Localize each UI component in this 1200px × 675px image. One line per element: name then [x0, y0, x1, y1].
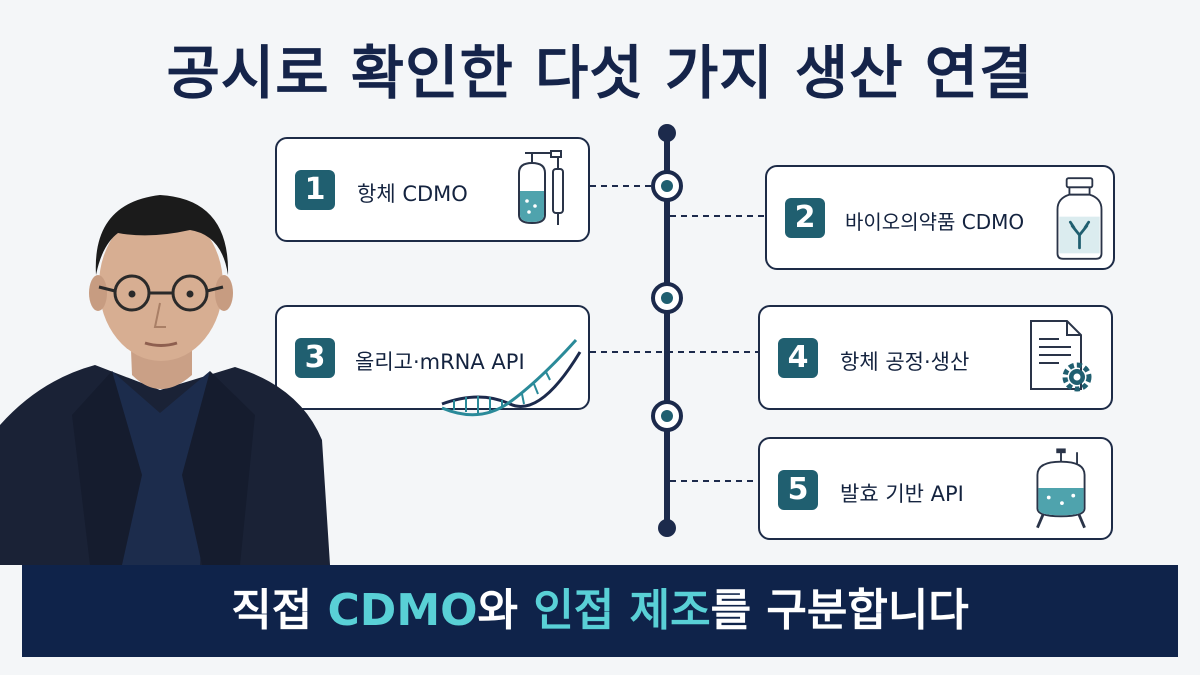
- banner-text-1: 직접: [231, 585, 328, 636]
- card-number: 2: [785, 198, 825, 238]
- timeline-end-bottom: [658, 519, 676, 537]
- card-number: 5: [778, 470, 818, 510]
- summary-banner: 직접 CDMO와 인접 제조를 구분합니다: [22, 565, 1178, 657]
- document-gear-icon: [1030, 320, 1092, 392]
- bioreactor-icon: [518, 150, 564, 225]
- card-label: 항체 공정·생산: [840, 350, 970, 374]
- card-label: 항체 CDMO: [357, 182, 468, 206]
- banner-text-3: 를 구분합니다: [710, 585, 969, 636]
- card-label: 발효 기반 API: [840, 482, 964, 506]
- card-number: 3: [295, 338, 335, 378]
- antibody-vial-icon: [1056, 177, 1103, 260]
- card-number: 4: [778, 338, 818, 378]
- dna-strand-icon: [441, 338, 582, 417]
- banner-text-2: 와: [477, 585, 534, 636]
- banner-highlight-cdmo: CDMO: [327, 585, 478, 636]
- timeline-node: [651, 400, 683, 432]
- timeline-node: [651, 282, 683, 314]
- timeline-node: [651, 170, 683, 202]
- card-4: 4 항체 공정·생산: [758, 305, 1113, 410]
- card-5: 5 발효 기반 API: [758, 437, 1113, 540]
- page-title: 공시로 확인한 다섯 가지 생산 연결: [166, 39, 1034, 107]
- card-1: 1 항체 CDMO: [275, 137, 590, 242]
- card-label: 바이오의약품 CDMO: [845, 210, 1025, 234]
- card-2: 2 바이오의약품 CDMO: [765, 165, 1115, 270]
- presenter-portrait: [0, 195, 330, 565]
- banner-highlight-adjacent: 인접 제조: [533, 585, 711, 636]
- card-number: 1: [295, 170, 335, 210]
- fermenter-icon: [1036, 448, 1086, 529]
- timeline-end-top: [658, 124, 676, 142]
- card-label: 올리고·mRNA API: [355, 350, 525, 374]
